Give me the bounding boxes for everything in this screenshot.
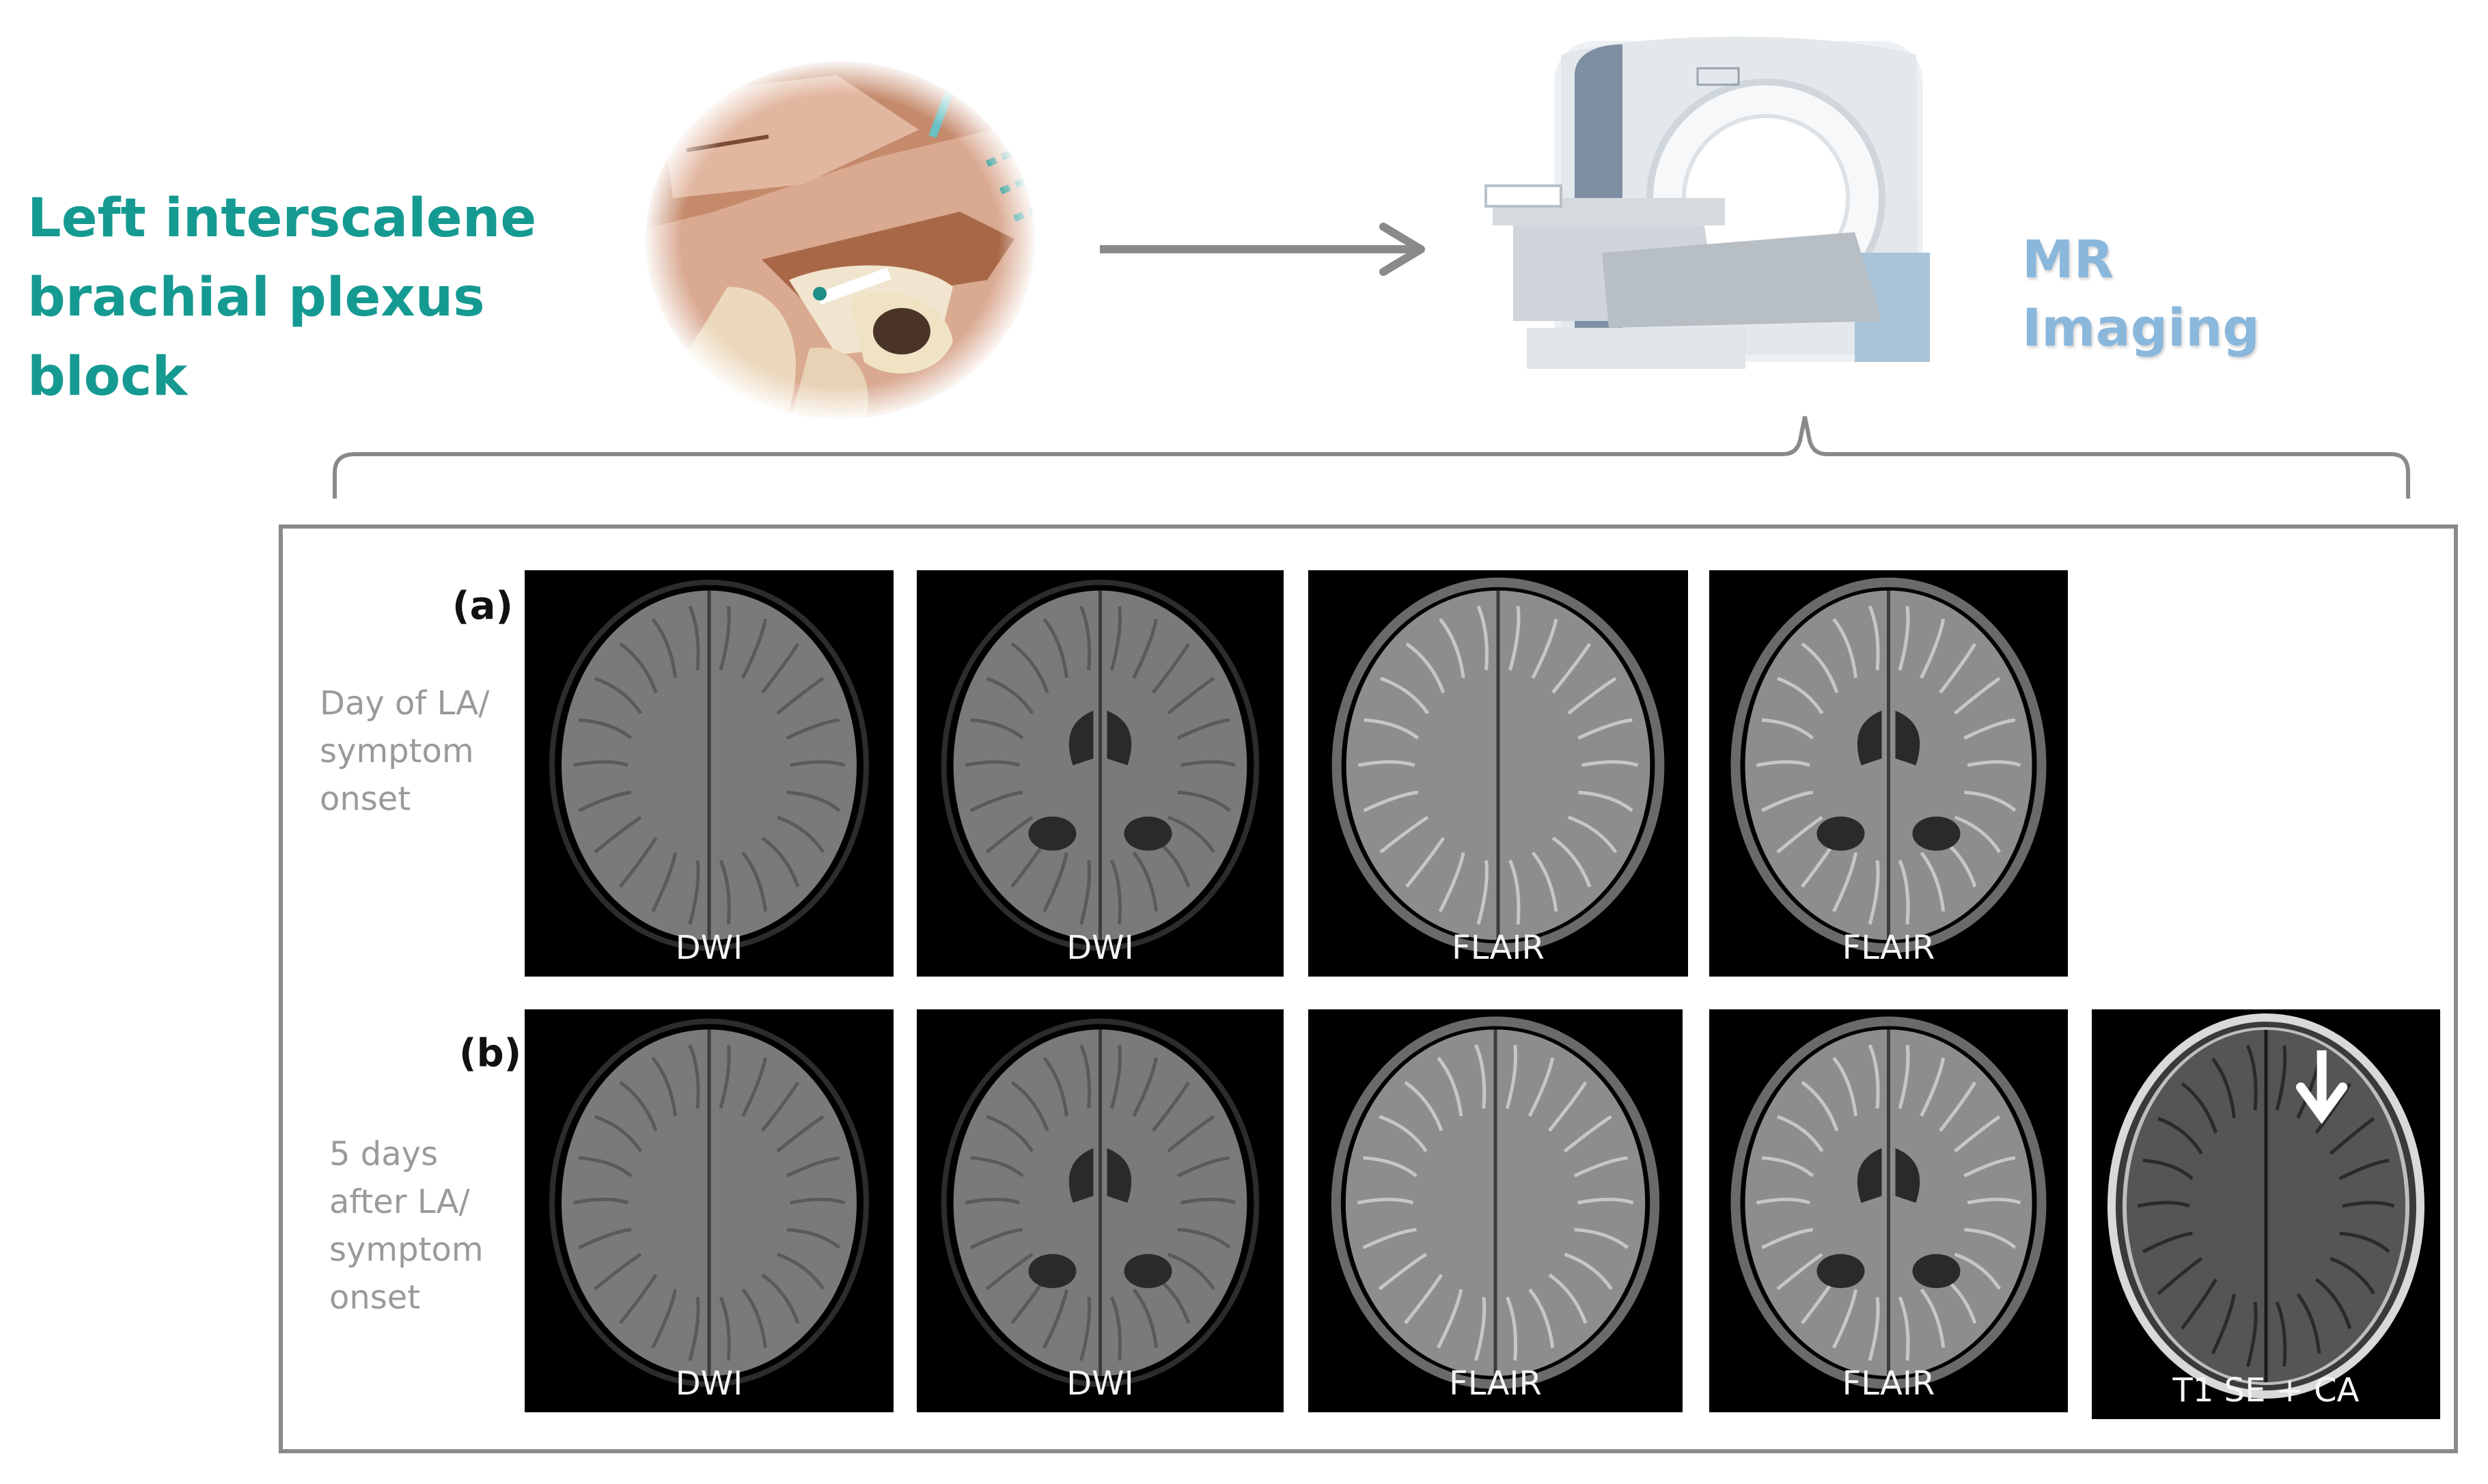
group-bracket [333, 416, 2410, 499]
scan-modality-label: DWI [1066, 929, 1134, 967]
row-b-description-line: onset [329, 1278, 421, 1317]
mri-scan-b2: DWI [917, 1009, 1284, 1412]
row-a-description-line: Day of LA/ [320, 684, 490, 723]
row-b-description-line: after LA/ [329, 1183, 470, 1221]
mri-scan-b1: DWI [525, 1009, 894, 1412]
mri-scan-a3: FLAIR [1308, 570, 1688, 977]
row-a-description: Day of LA/ symptom onset [320, 680, 489, 823]
mri-scan-b4: FLAIR [1709, 1009, 2068, 1412]
scan-modality-label: DWI [675, 1364, 743, 1403]
row-b-description-line: 5 days [329, 1135, 439, 1173]
row-b-description: 5 days after LA/ symptom onset [329, 1130, 484, 1321]
arrow-icon [2296, 1050, 2348, 1124]
mri-scan-a4: FLAIR [1709, 570, 2068, 977]
row-a-description-line: onset [320, 780, 411, 818]
mri-scan-a1: DWI [525, 570, 894, 977]
scan-modality-label: DWI [1066, 1364, 1134, 1403]
mri-panel-frame [279, 524, 2458, 1453]
flow-arrow-icon [1100, 223, 1425, 276]
procedure-title-line1: Left interscalene [27, 188, 537, 249]
scan-modality-label: DWI [675, 929, 743, 967]
row-b-description-line: symptom [329, 1231, 484, 1269]
scan-modality-label: FLAIR [1842, 929, 1935, 967]
mri-scanner-icon [1484, 36, 1930, 369]
scan-modality-label: FLAIR [1449, 1364, 1542, 1403]
row-a-label: (a) [452, 584, 513, 628]
nerve-block-illustration [642, 58, 1038, 423]
procedure-title-line2: brachial plexus block [27, 267, 485, 408]
imaging-title: MR Imaging [2022, 229, 2260, 358]
scan-modality-label: T1 SE + CA [2172, 1371, 2360, 1410]
row-b-label: (b) [459, 1031, 522, 1076]
scan-modality-label: FLAIR [1452, 929, 1545, 967]
procedure-title: Left interscalene brachial plexus block [27, 179, 642, 417]
row-a-description-line: symptom [320, 732, 474, 770]
mri-scan-a2: DWI [917, 570, 1284, 977]
mri-scan-b5: T1 SE + CA [2092, 1009, 2440, 1419]
scan-modality-label: FLAIR [1842, 1364, 1935, 1403]
mri-scan-b3: FLAIR [1308, 1009, 1683, 1412]
